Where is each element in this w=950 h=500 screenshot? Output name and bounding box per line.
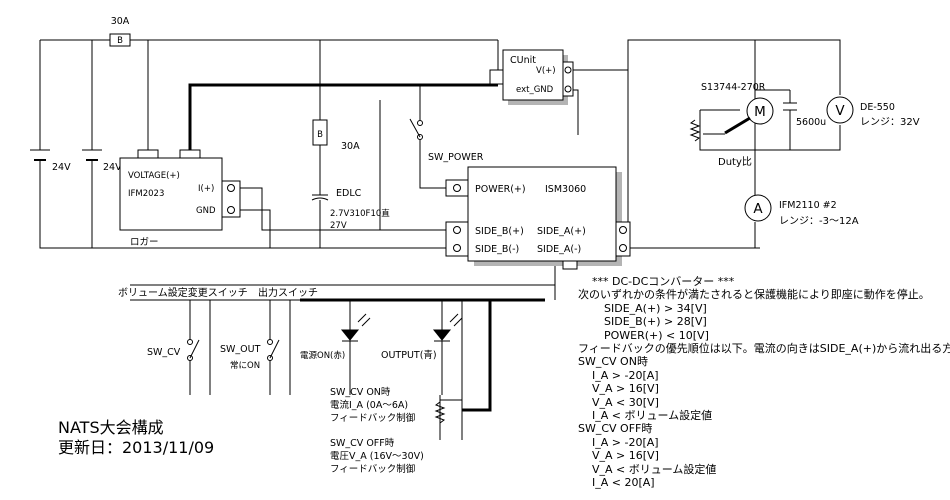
note-line: 次のいずれかの条件が満たされると保護機能により即座に動作を停止。: [578, 288, 930, 302]
voltmeter-range: レンジ：32V: [860, 117, 920, 128]
logger-caption: ロガー: [130, 237, 159, 248]
note-line: V_A > 16[V]: [592, 449, 659, 463]
note-line: POWER(+) < 10[V]: [604, 328, 709, 342]
note-line: V_A < 30[V]: [592, 395, 659, 409]
ism-sideb-plus: SIDE_B(+): [475, 226, 524, 237]
pot-note-6: フィードバック制御: [330, 463, 415, 475]
title-line2: 更新日：2013/11/09: [58, 438, 215, 457]
ammeter-model: IFM2110 #2: [779, 200, 837, 211]
thick-wires: [188, 83, 545, 412]
battery-2-label: 24V: [103, 162, 122, 173]
ammeter-symbol: A: [753, 201, 763, 217]
sw-power-label: SW_POWER: [428, 152, 484, 163]
sw-out-note: 常にON: [230, 360, 260, 371]
ism-sidea-plus: SIDE_A(+): [537, 226, 586, 237]
ammeter: A IFM2110 #2 レンジ：-3～12A: [744, 194, 859, 227]
edlc-label: EDLC: [336, 188, 362, 199]
note-line: SW_CV ON時: [578, 355, 648, 369]
sw-out-label: SW_OUT: [220, 344, 261, 355]
ism3060-block: POWER(+) ISM3060 SIDE_B(+) SIDE_B(-) SID…: [445, 166, 631, 270]
logger-gnd-port: GND: [196, 206, 216, 216]
sw-power: SW_POWER: [409, 118, 484, 163]
note-line: I_A > -20[A]: [592, 368, 659, 382]
fuse-rating: 30A: [111, 16, 130, 27]
fuse-main: 30A B: [109, 16, 131, 47]
note-line: V_A > 16[V]: [592, 382, 659, 396]
title-block: NATS大会構成 更新日：2013/11/09: [58, 418, 214, 458]
note-line: フィードバックの優先順位は以下。電流の向きはSIDE_A(+)から流れ出る方を正: [578, 342, 950, 356]
voltmeter-model: DE-550: [860, 102, 895, 113]
edlc-spec2: 27V: [330, 221, 347, 231]
led-power-label: 電源ON(赤): [300, 351, 345, 361]
lower-switches: ボリューム設定変更スイッチ 出力スイッチ SW_CV SW_OUT 常にON 電…: [118, 286, 463, 424]
pot-note-4: SW_CV OFF時: [330, 438, 395, 449]
battery-2: 24V: [82, 149, 122, 173]
cunit-block: CUnit V(+) ext_GND: [489, 49, 574, 105]
voltmeter: V DE-550 レンジ：32V: [826, 96, 920, 128]
ammeter-range: レンジ：-3～12A: [779, 216, 859, 227]
dcdc-notes: *** DC-DCコンバーター ***次のいずれかの条件が満たされると保護機能に…: [578, 275, 950, 490]
label-volume-switch: ボリューム設定変更スイッチ: [118, 286, 248, 299]
fuse2-symbol: B: [317, 130, 323, 140]
cunit-extgnd: ext_GND: [516, 85, 554, 95]
note-line: V_A < ボリューム設定値: [592, 462, 717, 476]
cunit-name: CUnit: [510, 55, 536, 66]
pot-note-5: 電圧V_A (16V～30V): [330, 451, 424, 462]
note-line: *** DC-DCコンバーター ***: [592, 275, 735, 288]
cunit-vplus: V(+): [536, 66, 556, 76]
logger-current-port: I(+): [198, 184, 214, 194]
pot-note-3: フィードバック制御: [330, 412, 415, 424]
sw-cv-label: SW_CV: [147, 347, 181, 358]
note-line: SW_CV OFF時: [578, 422, 653, 436]
motor-part: S13744-270R: [701, 82, 766, 93]
led-output-label: OUTPUT(青): [381, 349, 437, 361]
pot-notes: SW_CV ON時 電流I_A (0A～6A) フィードバック制御 SW_CV …: [330, 387, 424, 475]
motor-duty: Duty比: [718, 156, 752, 168]
note-line: I_A < ボリューム設定値: [592, 409, 713, 423]
ism-power-port: POWER(+): [475, 184, 526, 195]
fuse-edlc-branch: B 30A EDLC 2.7V310F10直 27V: [311, 119, 390, 231]
logger-voltage-port: VOLTAGE(+): [128, 171, 180, 181]
motor: M S13744-270R 5600u Duty比: [689, 82, 826, 168]
pot-note-2: 電流I_A (0A～6A): [330, 399, 408, 411]
note-line: I_A > -20[A]: [592, 435, 659, 449]
logger-name: IFM2023: [128, 189, 164, 199]
ism-sideb-minus: SIDE_B(-): [475, 244, 519, 255]
logger-block: VOLTAGE(+) IFM2023 I(+) GND ロガー: [119, 149, 241, 248]
thin-wires: [39, 39, 841, 440]
pot-note-1: SW_CV ON時: [330, 387, 391, 398]
battery-1-label: 24V: [52, 162, 71, 173]
motor-symbol: M: [754, 104, 766, 120]
fuse-symbol: B: [117, 36, 123, 46]
ism-name: ISM3060: [545, 184, 586, 195]
voltmeter-symbol: V: [835, 103, 845, 119]
note-line: SIDE_B(+) > 28[V]: [604, 315, 707, 329]
edlc-spec1: 2.7V310F10直: [330, 208, 390, 219]
fuse2-rating: 30A: [341, 141, 360, 152]
motor-cap: 5600u: [796, 117, 826, 128]
note-line: I_A < 20[A]: [592, 476, 655, 490]
label-output-switch: 出力スイッチ: [258, 286, 318, 299]
title-line1: NATS大会構成: [58, 418, 164, 437]
ism-sidea-minus: SIDE_A(-): [537, 244, 581, 255]
battery-1: 24V: [30, 149, 71, 173]
note-line: SIDE_A(+) > 34[V]: [604, 301, 707, 315]
